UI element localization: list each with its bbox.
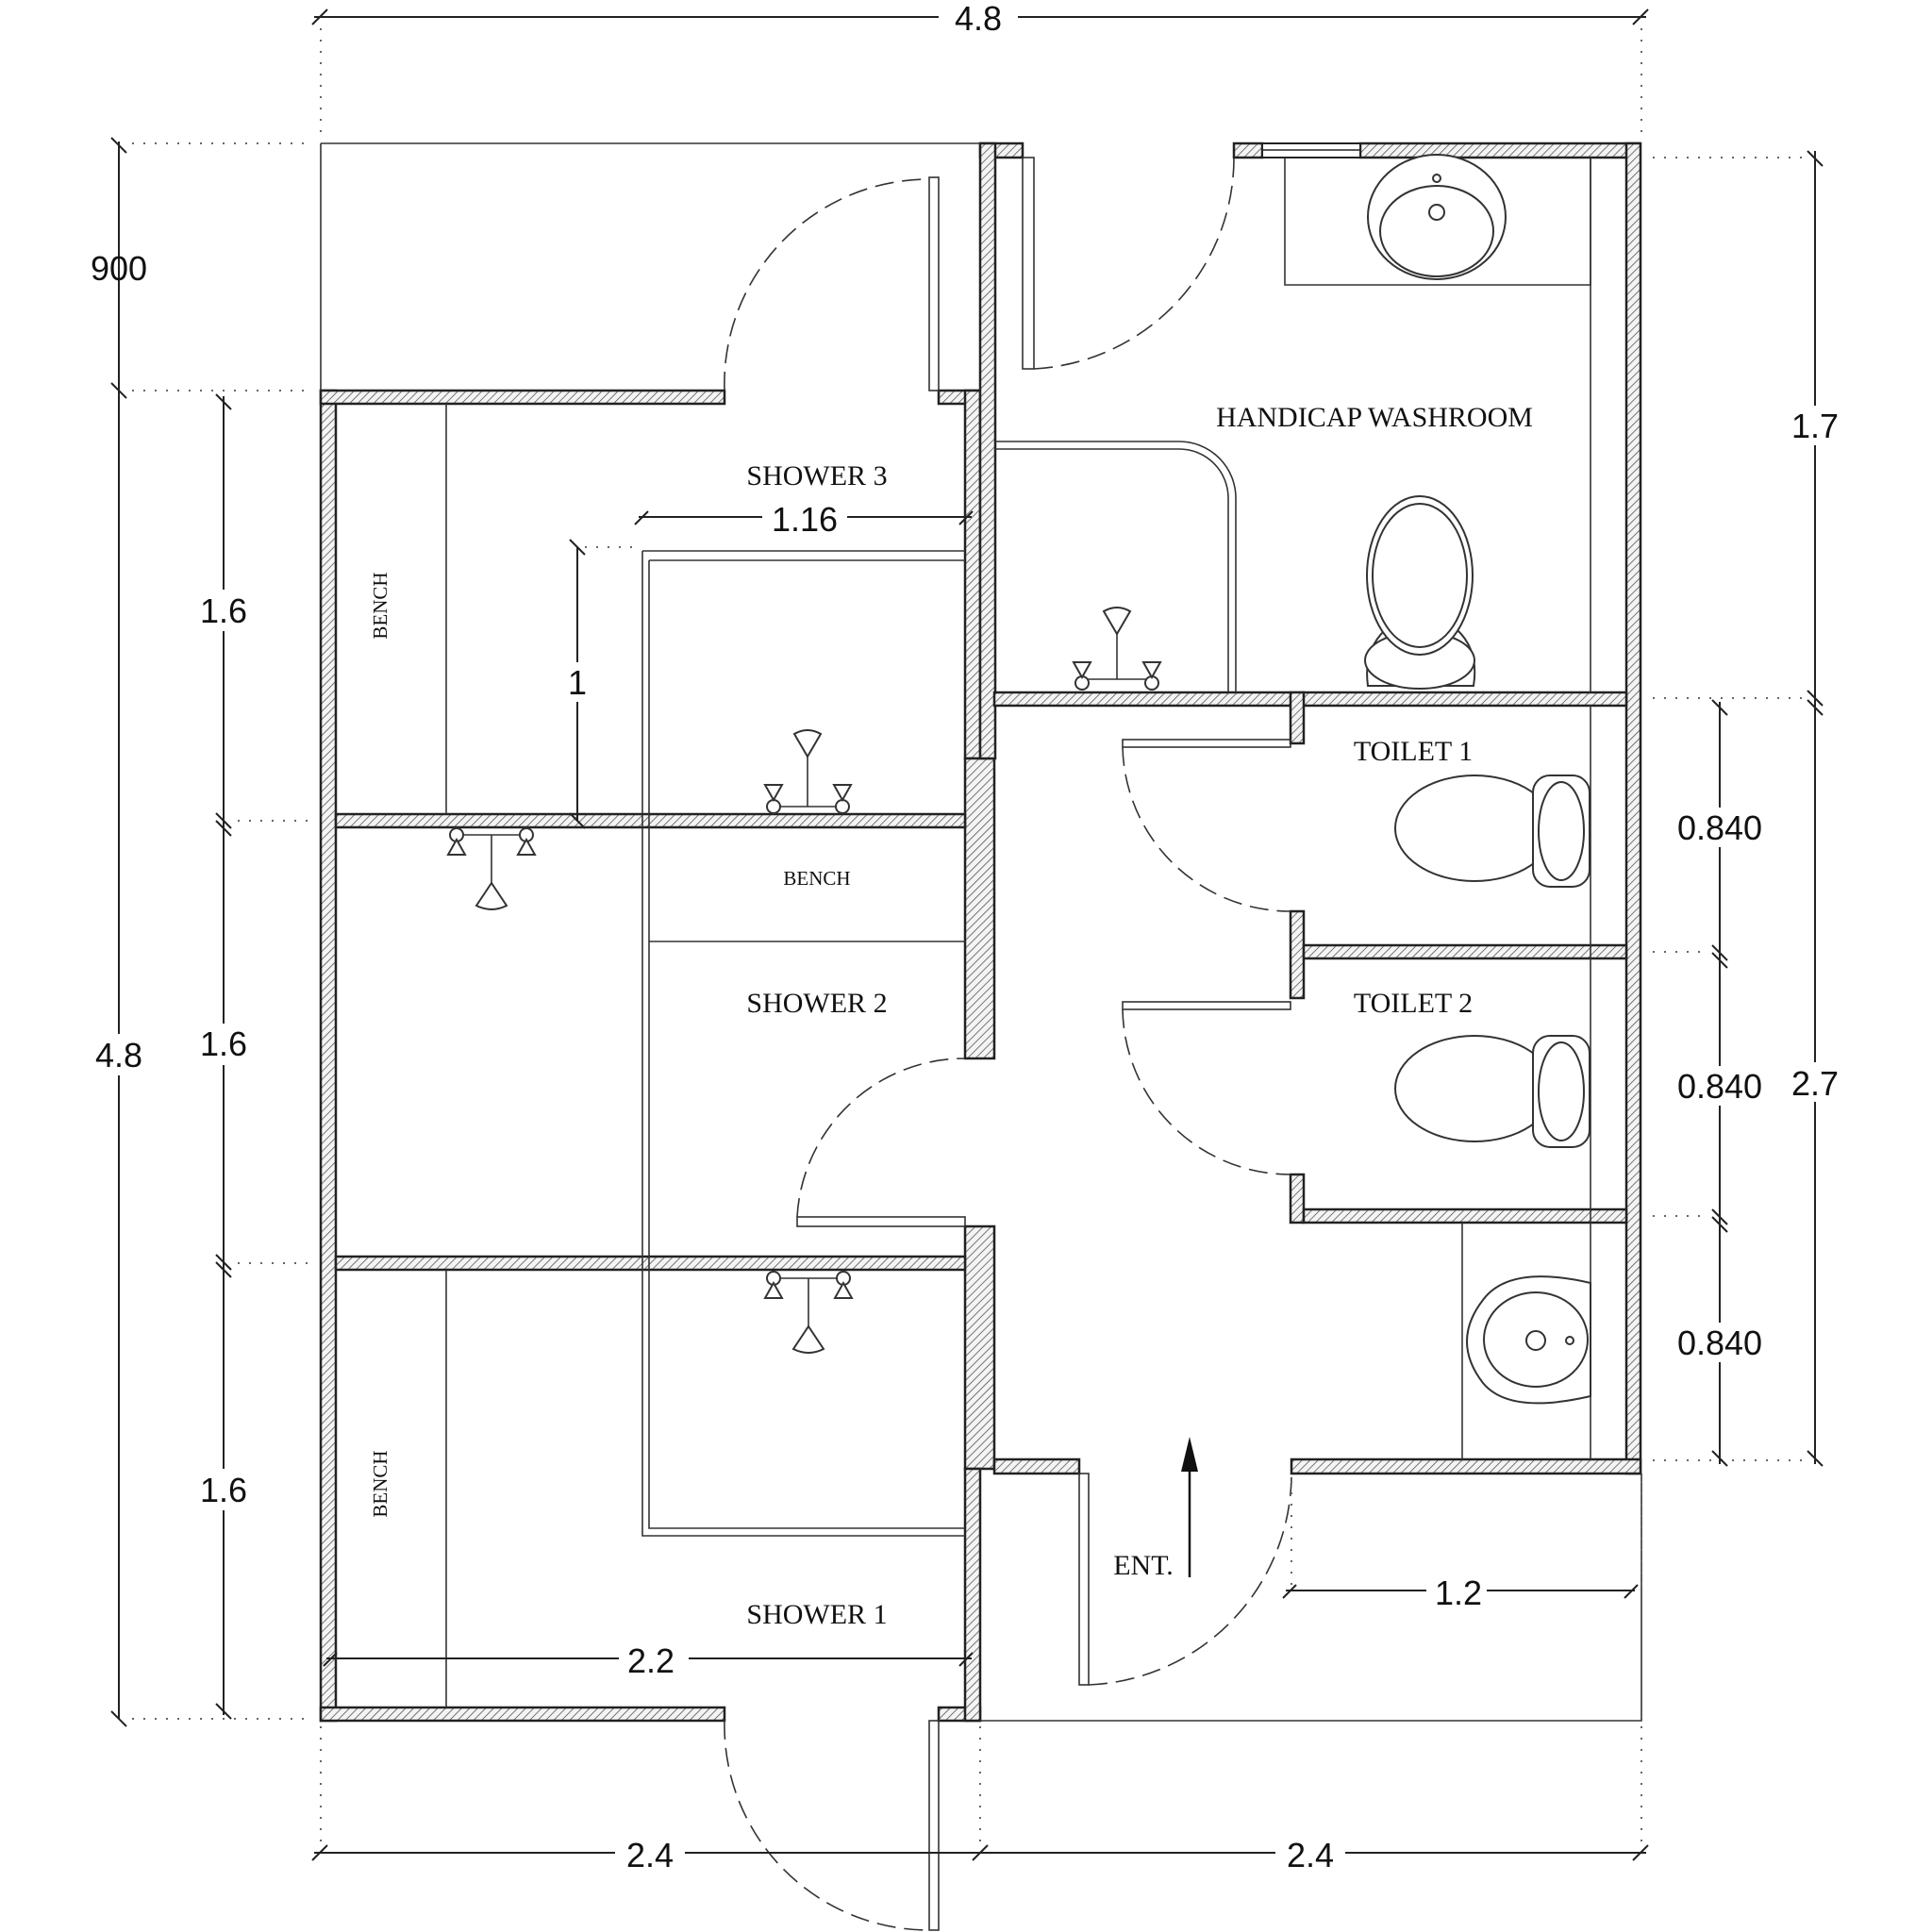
- shower-1-height-label: 1.6: [200, 1471, 247, 1509]
- toilet-1-door: [1122, 739, 1291, 912]
- bench-bottom-label: BENCH: [369, 1450, 391, 1517]
- toilet-1-wc: [1394, 774, 1591, 888]
- shower-3-height-label: 1.6: [200, 591, 247, 630]
- washroom-sink: [1367, 154, 1507, 280]
- entrance-door: [1078, 1473, 1292, 1686]
- bench-top-label: BENCH: [369, 572, 391, 639]
- shower-1-label: SHOWER 1: [746, 1599, 887, 1630]
- bottom-right-width-label: 2.4: [1287, 1836, 1334, 1874]
- entrance-label: ENT.: [1113, 1550, 1174, 1581]
- toilet-2-door: [1122, 1001, 1291, 1175]
- fixtures: [446, 154, 1591, 1405]
- toilet-1-label: TOILET 1: [1354, 736, 1473, 767]
- walls: [319, 142, 1642, 1723]
- toilet-1-depth-label: 0.840: [1677, 808, 1762, 847]
- entrance-arrow: [1181, 1437, 1198, 1577]
- overall-width-label: 4.8: [955, 0, 1002, 38]
- washroom-shower-head: [1072, 607, 1162, 691]
- shower-3-head: [763, 729, 853, 814]
- washroom-toilet: [1364, 495, 1476, 690]
- washroom-height-label: 1.7: [1791, 407, 1839, 445]
- room-labels: HANDICAP WASHROOM SHOWER 3 SHOWER 2 SHOW…: [369, 402, 1533, 1630]
- window: [1261, 142, 1361, 158]
- shower-1-door: [724, 1720, 940, 1931]
- doors: [724, 157, 1292, 1931]
- top-offset-label: 900: [91, 249, 147, 288]
- toilet-2-wc: [1394, 1035, 1591, 1148]
- toilet-block-height-label: 2.7: [1791, 1064, 1839, 1103]
- overall-height-label: 4.8: [95, 1036, 142, 1074]
- shower-width-label: 2.2: [627, 1641, 675, 1680]
- shower-3-door: [724, 176, 940, 391]
- shower-inner-depth-label: 1: [568, 663, 587, 702]
- dimension-labels: 4.8 900 4.8 1.6 1.6 1.6 1.16 1 2.2 2.4 2…: [85, 0, 1847, 1874]
- shower-3-label: SHOWER 3: [746, 460, 887, 491]
- interior-lines: [320, 142, 1642, 1722]
- urinal-depth-label: 0.840: [1677, 1324, 1762, 1362]
- shower-inner-width-label: 1.16: [772, 500, 838, 539]
- bench-middle-label: BENCH: [783, 867, 850, 890]
- handicap-washroom-label: HANDICAP WASHROOM: [1216, 402, 1533, 433]
- toilet-2-depth-label: 0.840: [1677, 1067, 1762, 1106]
- washroom-door: [1022, 157, 1235, 370]
- shower-2-head: [446, 827, 537, 910]
- urinal: [1466, 1275, 1591, 1405]
- entry-width-label: 1.2: [1435, 1574, 1482, 1612]
- toilet-2-label: TOILET 2: [1354, 988, 1473, 1019]
- shower-2-door: [796, 1058, 966, 1227]
- shower-2-height-label: 1.6: [200, 1024, 247, 1063]
- shower-2-label: SHOWER 2: [746, 988, 887, 1019]
- bottom-left-width-label: 2.4: [626, 1836, 674, 1874]
- shower-1-head: [763, 1271, 854, 1354]
